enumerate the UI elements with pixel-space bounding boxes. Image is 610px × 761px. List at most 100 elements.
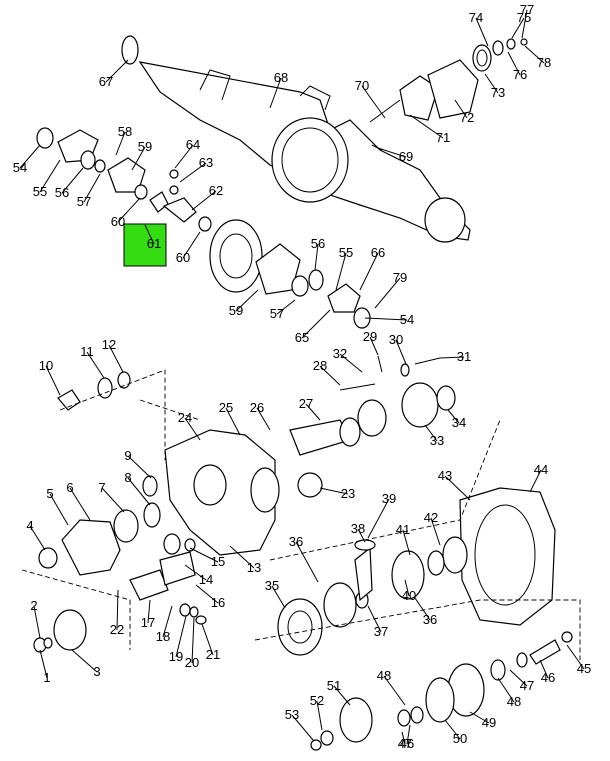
leader-line — [147, 599, 151, 624]
callout-label[interactable]: 74 — [469, 10, 483, 25]
callout-label[interactable]: 56 — [311, 236, 325, 251]
callout-label[interactable]: 57 — [77, 194, 91, 209]
callout-label[interactable]: 31 — [457, 349, 471, 364]
callout-label[interactable]: 71 — [436, 130, 450, 145]
callout-label[interactable]: 55 — [339, 245, 353, 260]
leader-line — [301, 309, 331, 339]
callout-label[interactable]: 40 — [402, 588, 416, 603]
callout-label[interactable]: 4 — [26, 518, 33, 533]
callout-label[interactable]: 10 — [39, 358, 53, 373]
callout-label[interactable]: 46 — [400, 736, 414, 751]
callout-label[interactable]: 57 — [270, 306, 284, 321]
callout-label[interactable]: 35 — [265, 578, 279, 593]
callout-label[interactable]: 11 — [80, 344, 94, 359]
callout-label[interactable]: 9 — [124, 448, 131, 463]
callout-label[interactable]: 16 — [211, 595, 225, 610]
callout-label[interactable]: 66 — [371, 245, 385, 260]
axle-housing — [121, 35, 471, 243]
callout-label[interactable]: 33 — [430, 433, 444, 448]
callout-label[interactable]: 47 — [398, 736, 412, 751]
callout-label[interactable]: 22 — [110, 622, 124, 637]
callout-label[interactable]: 53 — [285, 707, 299, 722]
callout-label[interactable]: 3 — [93, 664, 100, 679]
callout-label[interactable]: 54 — [13, 160, 27, 175]
callout-label[interactable]: 28 — [313, 358, 327, 373]
callout-label[interactable]: 45 — [577, 661, 591, 676]
callout-label[interactable]: 18 — [156, 629, 170, 644]
callout-label[interactable]: 20 — [185, 655, 199, 670]
callout-label[interactable]: 77 — [520, 2, 534, 17]
callout-label[interactable]: 46 — [541, 670, 555, 685]
callout-label[interactable]: 13 — [247, 560, 261, 575]
callout-label[interactable]: 60 — [111, 214, 125, 229]
callout-label[interactable]: 59 — [229, 303, 243, 318]
callout-label[interactable]: 75 — [517, 10, 531, 25]
callout-label[interactable]: 14 — [199, 572, 213, 587]
callout-label[interactable]: 8 — [124, 470, 131, 485]
callout-label[interactable]: 47 — [520, 678, 534, 693]
callout-label[interactable]: 44 — [534, 462, 548, 477]
callout-label[interactable]: 39 — [382, 491, 396, 506]
callout-label[interactable]: 43 — [438, 468, 452, 483]
callout-label[interactable]: 48 — [507, 694, 521, 709]
callout-label[interactable]: 56 — [55, 185, 69, 200]
leader-line — [61, 167, 84, 194]
callout-label[interactable]: 37 — [374, 624, 388, 639]
callout-label[interactable]: 7 — [98, 480, 105, 495]
callout-label[interactable]: 21 — [206, 647, 220, 662]
callout-label[interactable]: 70 — [355, 78, 369, 93]
callout-label[interactable]: 38 — [351, 521, 365, 536]
leader-line — [39, 649, 48, 679]
callout-label[interactable]: 41 — [396, 522, 410, 537]
callout-label[interactable]: 73 — [491, 85, 505, 100]
callout-label[interactable]: 60 — [176, 250, 190, 265]
leader-line — [333, 685, 351, 706]
callout-label[interactable]: 2 — [30, 598, 37, 613]
leader-line — [339, 353, 363, 373]
callout-label[interactable]: 15 — [211, 554, 225, 569]
callout-label[interactable]: 12 — [102, 337, 116, 352]
callout-label[interactable]: 19 — [169, 649, 183, 664]
callout-label[interactable]: 79 — [393, 270, 407, 285]
callout-label[interactable]: 68 — [274, 70, 288, 85]
callout-label[interactable]: 63 — [199, 155, 213, 170]
callout-label[interactable]: 17 — [141, 615, 155, 630]
callout-label[interactable]: 49 — [482, 715, 496, 730]
callout-label[interactable]: 27 — [299, 396, 313, 411]
highlight-marker-61[interactable] — [123, 223, 167, 267]
callout-label[interactable]: 59 — [138, 139, 152, 154]
callout-label[interactable]: 30 — [389, 332, 403, 347]
callout-label[interactable]: 36 — [289, 534, 303, 549]
callout-label[interactable]: 24 — [178, 410, 192, 425]
callout-label[interactable]: 5 — [46, 486, 53, 501]
leader-line — [383, 675, 406, 706]
callout-label[interactable]: 62 — [209, 183, 223, 198]
callout-label[interactable]: 48 — [377, 668, 391, 683]
callout-label[interactable]: 6 — [66, 480, 73, 495]
callout-label[interactable]: 55 — [33, 184, 47, 199]
callout-label[interactable]: 1 — [43, 670, 50, 685]
callout-label[interactable]: 76 — [513, 67, 527, 82]
callout-label[interactable]: 42 — [424, 510, 438, 525]
callout-label[interactable]: 67 — [99, 74, 113, 89]
callout-label[interactable]: 72 — [460, 110, 474, 125]
callout-label[interactable]: 29 — [363, 329, 377, 344]
callout-label[interactable]: 32 — [333, 346, 347, 361]
leader-line — [269, 77, 282, 109]
callout-label[interactable]: 23 — [341, 486, 355, 501]
callout-label[interactable]: 64 — [186, 137, 200, 152]
callout-label[interactable]: 69 — [399, 149, 413, 164]
callout-label[interactable]: 26 — [250, 400, 264, 415]
callout-label[interactable]: 65 — [295, 330, 309, 345]
callout-label[interactable]: 36 — [423, 612, 437, 627]
callout-label[interactable]: 34 — [452, 415, 466, 430]
callout-label[interactable]: 58 — [118, 124, 132, 139]
callout-label[interactable]: 50 — [453, 731, 467, 746]
callout-label[interactable]: 52 — [310, 693, 324, 708]
callout-label[interactable]: 54 — [400, 312, 414, 327]
callout-label[interactable]: 61 — [147, 236, 161, 251]
callout-label[interactable]: 25 — [219, 400, 233, 415]
callout-label[interactable]: 51 — [327, 678, 341, 693]
callout-label[interactable]: 78 — [537, 55, 551, 70]
leader-line — [117, 197, 141, 223]
